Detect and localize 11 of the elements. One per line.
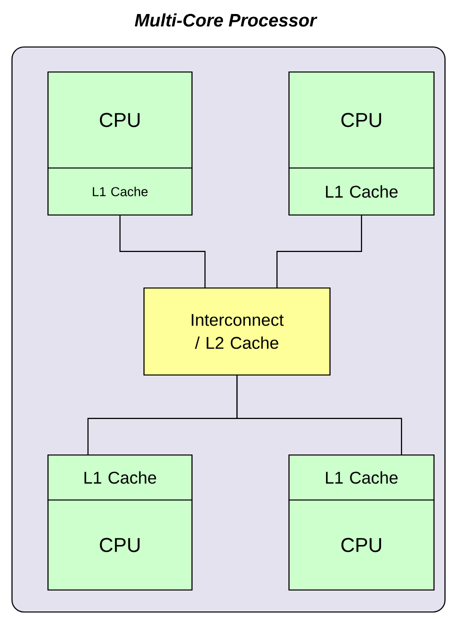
cache-box: L1 Cache <box>47 167 193 216</box>
cpu-box: CPU <box>47 499 193 591</box>
cpu-box: CPU <box>288 499 435 591</box>
connector-line <box>276 216 362 288</box>
cache-box: L1 Cache <box>288 454 435 501</box>
connector-line <box>119 216 206 288</box>
connector-line <box>236 376 402 454</box>
cache-box: L1 Cache <box>288 167 435 216</box>
interconnect-box: Interconnect / L2 Cache <box>143 287 331 376</box>
cache-box: L1 Cache <box>47 454 193 501</box>
title: Multi-Core Processor <box>134 13 318 27</box>
